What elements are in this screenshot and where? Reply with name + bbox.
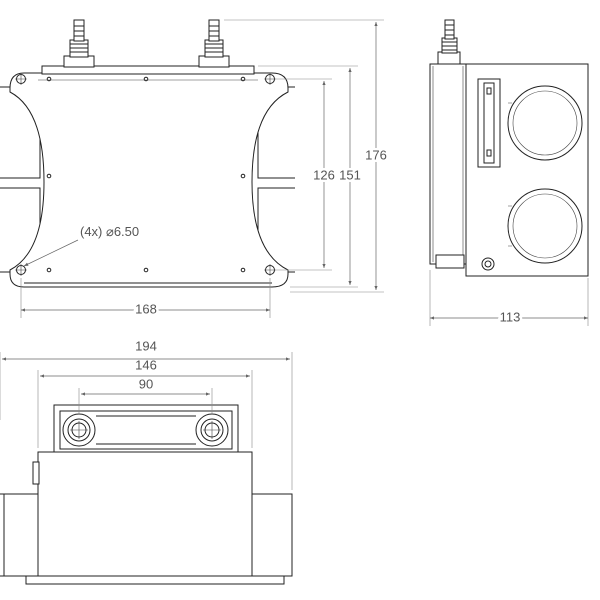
mounting-hole — [15, 73, 27, 85]
mounting-hole — [264, 264, 276, 276]
dim-126: 126 — [313, 167, 335, 182]
top-fitting-right — [195, 413, 229, 447]
fitting-right — [198, 19, 230, 68]
dim-146: 146 — [135, 357, 157, 372]
mounting-hole — [264, 73, 276, 85]
dim-168: 168 — [135, 301, 157, 316]
top-fitting-left — [62, 413, 96, 447]
top-view — [0, 352, 293, 585]
hole-note: (4x) ⌀6.50 — [80, 224, 139, 239]
side-view — [429, 19, 589, 326]
front-view — [0, 19, 384, 318]
mounting-hole — [15, 264, 27, 276]
dim-176: 176 — [365, 147, 387, 162]
fitting-left — [63, 19, 95, 68]
dim-151: 151 — [339, 167, 361, 182]
dim-194: 194 — [135, 338, 157, 353]
dim-90: 90 — [139, 376, 153, 391]
dim-113: 113 — [500, 309, 521, 324]
